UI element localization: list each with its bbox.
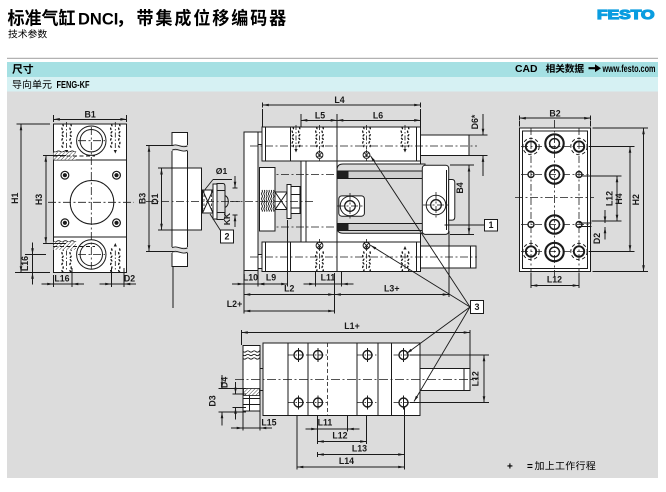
svg-text:L9: L9 (266, 272, 276, 282)
svg-text:L15: L15 (261, 418, 276, 428)
svg-text:L14: L14 (339, 456, 354, 466)
svg-text:L12: L12 (332, 431, 347, 441)
svg-text:L12: L12 (547, 274, 562, 284)
svg-text:3: 3 (474, 302, 479, 312)
svg-text:H3: H3 (34, 194, 44, 205)
svg-text:B4: B4 (455, 182, 465, 193)
svg-text:FESTO: FESTO (597, 8, 655, 22)
svg-text:H2: H2 (631, 194, 641, 205)
svg-text:KK: KK (222, 213, 232, 225)
svg-text:L1+: L1+ (344, 321, 359, 331)
svg-text:L12: L12 (471, 371, 481, 386)
svg-text:CAD: CAD (515, 64, 538, 75)
svg-text:L6: L6 (373, 111, 383, 121)
svg-text:H4: H4 (614, 193, 624, 204)
svg-text:=: = (527, 461, 533, 472)
svg-text:L3+: L3+ (384, 283, 399, 293)
svg-text:H1: H1 (10, 193, 20, 204)
svg-text:L2+: L2+ (227, 299, 242, 309)
svg-text:D2: D2 (592, 233, 602, 244)
svg-text:L10: L10 (243, 272, 258, 282)
svg-text:1: 1 (488, 220, 493, 230)
svg-text:L5: L5 (315, 111, 325, 121)
svg-text:L13: L13 (352, 443, 367, 453)
svg-text:2: 2 (224, 232, 229, 242)
svg-text:D2: D2 (124, 273, 135, 283)
svg-text:B3: B3 (138, 193, 148, 204)
svg-text:B1: B1 (84, 110, 95, 120)
svg-text:L2: L2 (284, 283, 294, 293)
svg-text:D1: D1 (150, 193, 160, 204)
svg-text:D4: D4 (220, 377, 230, 388)
svg-text:L16: L16 (54, 273, 69, 283)
svg-text:Ø1: Ø1 (216, 166, 228, 176)
svg-text:L16: L16 (20, 256, 30, 271)
svg-text:D3: D3 (208, 395, 218, 406)
svg-text:www.festo.com: www.festo.com (602, 64, 656, 75)
svg-text:+: + (507, 461, 513, 472)
svg-text:B2: B2 (549, 108, 560, 118)
svg-text:D6*: D6* (470, 114, 480, 129)
svg-text:L11: L11 (321, 272, 336, 282)
svg-text:L11: L11 (318, 417, 333, 427)
svg-text:L12: L12 (605, 191, 615, 206)
svg-text:FENG-KF: FENG-KF (57, 80, 90, 91)
svg-text:DNCI: DNCI (78, 11, 118, 29)
svg-text:L4: L4 (334, 95, 344, 105)
